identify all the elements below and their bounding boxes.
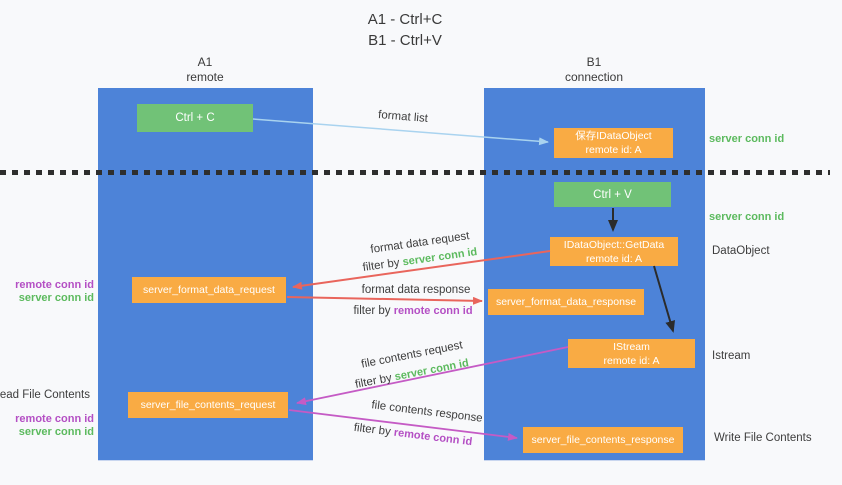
server-file-contents-response-label: server_file_contents_response [531,434,675,446]
remote-conn-id-key: remote conn id [393,305,473,317]
dataobject-label: DataObject [712,245,770,257]
format-data-response-arrow [286,296,483,305]
save-idataobject-line1: 保存IDataObject [575,130,652,142]
lifeline-a1-subtitle: remote [186,70,224,84]
server-file-contents-response-node: server_file_contents_response [523,427,683,453]
title-line-2: B1 - Ctrl+V [368,32,442,49]
left-server-conn-id-label-1: server conn id [18,292,94,304]
idataobject-getdata-node: IDataObject::GetData remote id: A [550,237,678,266]
lifeline-b1-title: B1 [586,55,602,69]
lifeline-header-a1: A1 remote [145,55,265,85]
remote-conn-id-key: remote conn id [393,426,473,449]
idataobject-getdata-line2: remote id: A [585,252,643,265]
ctrl-c-node: Ctrl + C [137,104,253,132]
save-idataobject-line2: remote id: A [585,144,642,156]
right-server-conn-id-label-1: server conn id [709,133,785,145]
filter-by-remote-conn-id-label-2: filter by remote conn id [353,422,473,448]
ctrl-v-label: Ctrl + V [593,188,632,201]
lifeline-b1-subtitle: connection [564,70,624,84]
filter-by-text: filter by [354,372,393,391]
server-format-data-response-label: server_format_data_response [495,296,637,308]
save-idataobject-node: 保存IDataObject remote id: A [554,128,673,158]
filter-by-text: filter by [353,305,391,317]
server-format-data-request-node: server_format_data_request [132,277,286,303]
filter-by-remote-conn-id-label-1: filter by remote conn id [353,305,472,317]
title-line-1: A1 - Ctrl+C [367,11,443,28]
lifeline-header-b1: B1 connection [534,55,654,85]
idataobject-getdata-line1: IDataObject::GetData [563,238,665,251]
server-file-contents-request-label: server_file_contents_request [140,399,276,411]
istream-line1: IStream [613,340,650,353]
left-remote-conn-id-label-1: remote conn id [15,279,94,291]
format-data-response-label: format data response [361,284,471,296]
ctrl-c-label: Ctrl + C [175,112,215,124]
istream-side-label: Istream [712,350,751,362]
read-file-contents-label: Read File Contents [0,389,90,401]
lifeline-a1-title: A1 [197,55,213,69]
filter-by-text: filter by [361,256,401,274]
left-server-conn-id-label-2: server conn id [18,426,94,438]
istream-node: IStream remote id: A [568,339,695,368]
server-format-data-response-node: server_format_data_response [488,289,644,315]
format-list-label: format list [377,109,429,125]
server-file-contents-request-node: server_file_contents_request [128,392,288,418]
filter-by-text: filter by [353,421,392,439]
session-divider-dashed-line [0,170,830,175]
diagram-title: A1 - Ctrl+C B1 - Ctrl+V [295,9,515,51]
ctrl-v-node: Ctrl + V [554,182,671,207]
server-format-data-request-label: server_format_data_request [143,284,275,296]
file-contents-response-label: file contents response [370,399,484,425]
istream-line2: remote id: A [603,354,660,367]
right-server-conn-id-label-2: server conn id [709,211,785,223]
write-file-contents-label: Write File Contents [714,432,812,444]
left-remote-conn-id-label-2: remote conn id [15,413,94,425]
